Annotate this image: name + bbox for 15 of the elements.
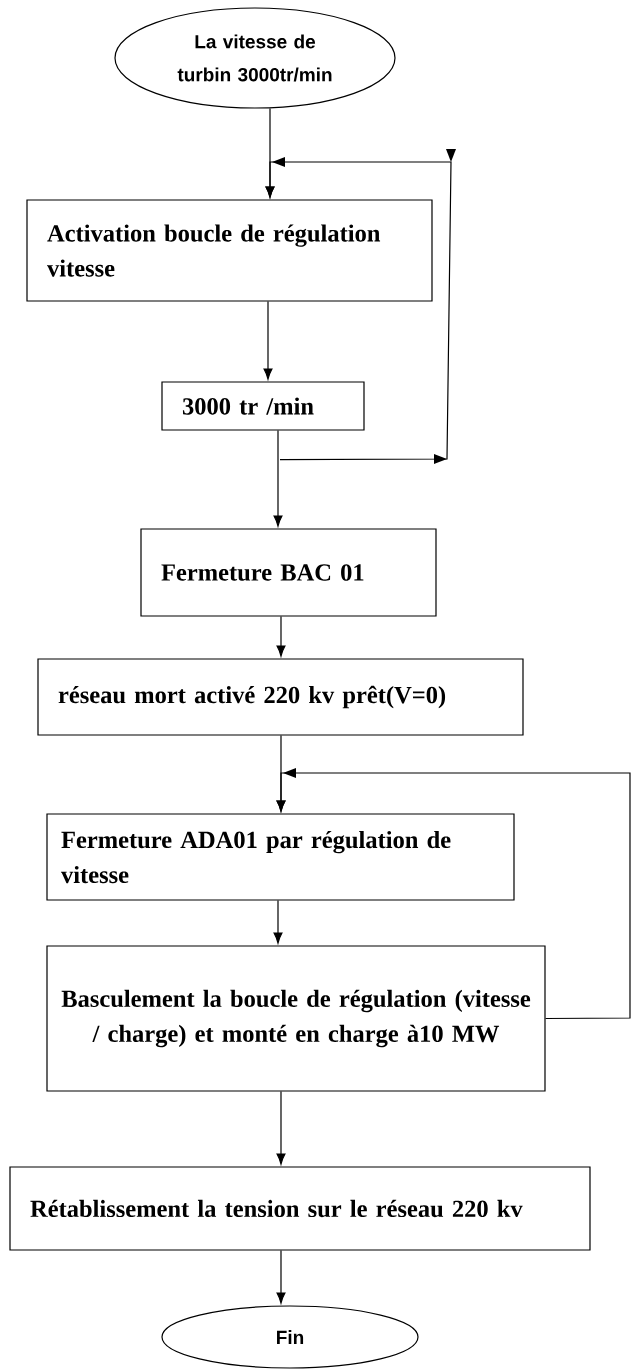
process-box: 3000 tr /min — [161, 381, 365, 431]
process-box: réseau mort activé 220 kv prêt(V=0) — [37, 658, 524, 736]
process-box: Basculement la boucle de régulation (vitesse / charge) et monté en charge à10 MW — [46, 945, 546, 1092]
process-box: Activation boucle de régulation vitesse — [26, 199, 433, 302]
arrow — [276, 1250, 286, 1304]
process-box: Fermeture ADA01 par régulation de vitesse — [46, 813, 515, 901]
arrow — [265, 149, 456, 464]
arrow — [273, 430, 283, 527]
process-box: Fermeture BAC 01 — [140, 528, 437, 617]
arrow — [276, 1091, 286, 1165]
arrow — [276, 616, 286, 657]
arrow — [273, 900, 283, 944]
process-box: Rétablissement la tension sur le réseau 220 kv — [9, 1166, 591, 1251]
arrow — [263, 301, 273, 380]
arrow — [276, 768, 631, 1020]
